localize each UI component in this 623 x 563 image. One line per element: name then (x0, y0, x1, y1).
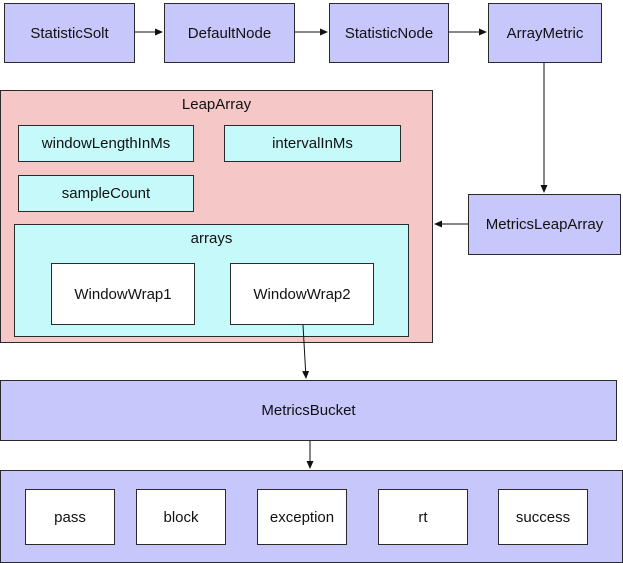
bucket-field-exception-label: exception (269, 508, 335, 526)
array-metric-node: ArrayMetric (488, 3, 602, 63)
sample-count-field: sampleCount (18, 175, 194, 212)
window-wrap-1: WindowWrap1 (51, 263, 195, 325)
metrics-bucket-label: MetricsBucket (261, 402, 356, 419)
bucket-field-pass-label: pass (54, 508, 86, 526)
leap-array-title: LeapArray (181, 96, 252, 113)
statistic-node-label: StatisticNode (344, 24, 434, 42)
bucket-field-exception: exception (257, 489, 347, 545)
interval-field: intervalInMs (224, 125, 401, 162)
metrics-leap-array-node: MetricsLeapArray (468, 194, 621, 255)
bucket-field-success-label: success (515, 508, 571, 526)
window-wrap-2: WindowWrap2 (230, 263, 374, 325)
window-wrap-2-label: WindowWrap2 (253, 285, 351, 303)
statistic-solt-label: StatisticSolt (30, 24, 109, 42)
statistic-solt-node: StatisticSolt (4, 3, 135, 63)
statistic-node-node: StatisticNode (329, 3, 449, 63)
window-length-label: windowLengthInMs (41, 135, 171, 152)
bucket-field-pass: pass (25, 489, 115, 545)
window-wrap-1-label: WindowWrap1 (74, 285, 172, 303)
metrics-leap-array-label: MetricsLeapArray (485, 216, 604, 233)
bucket-field-block: block (136, 489, 226, 545)
default-node-node: DefaultNode (164, 3, 295, 63)
bucket-field-rt: rt (378, 489, 468, 545)
default-node-label: DefaultNode (187, 24, 272, 42)
interval-label: intervalInMs (272, 135, 353, 152)
window-length-field: windowLengthInMs (18, 125, 194, 162)
bucket-field-rt-label: rt (418, 508, 428, 526)
bucket-field-block-label: block (163, 508, 199, 526)
metrics-bucket-node: MetricsBucket (0, 380, 617, 441)
bucket-field-success: success (498, 489, 588, 545)
array-metric-label: ArrayMetric (506, 24, 584, 42)
arrays-title: arrays (190, 230, 233, 247)
sample-count-label: sampleCount (61, 185, 151, 202)
